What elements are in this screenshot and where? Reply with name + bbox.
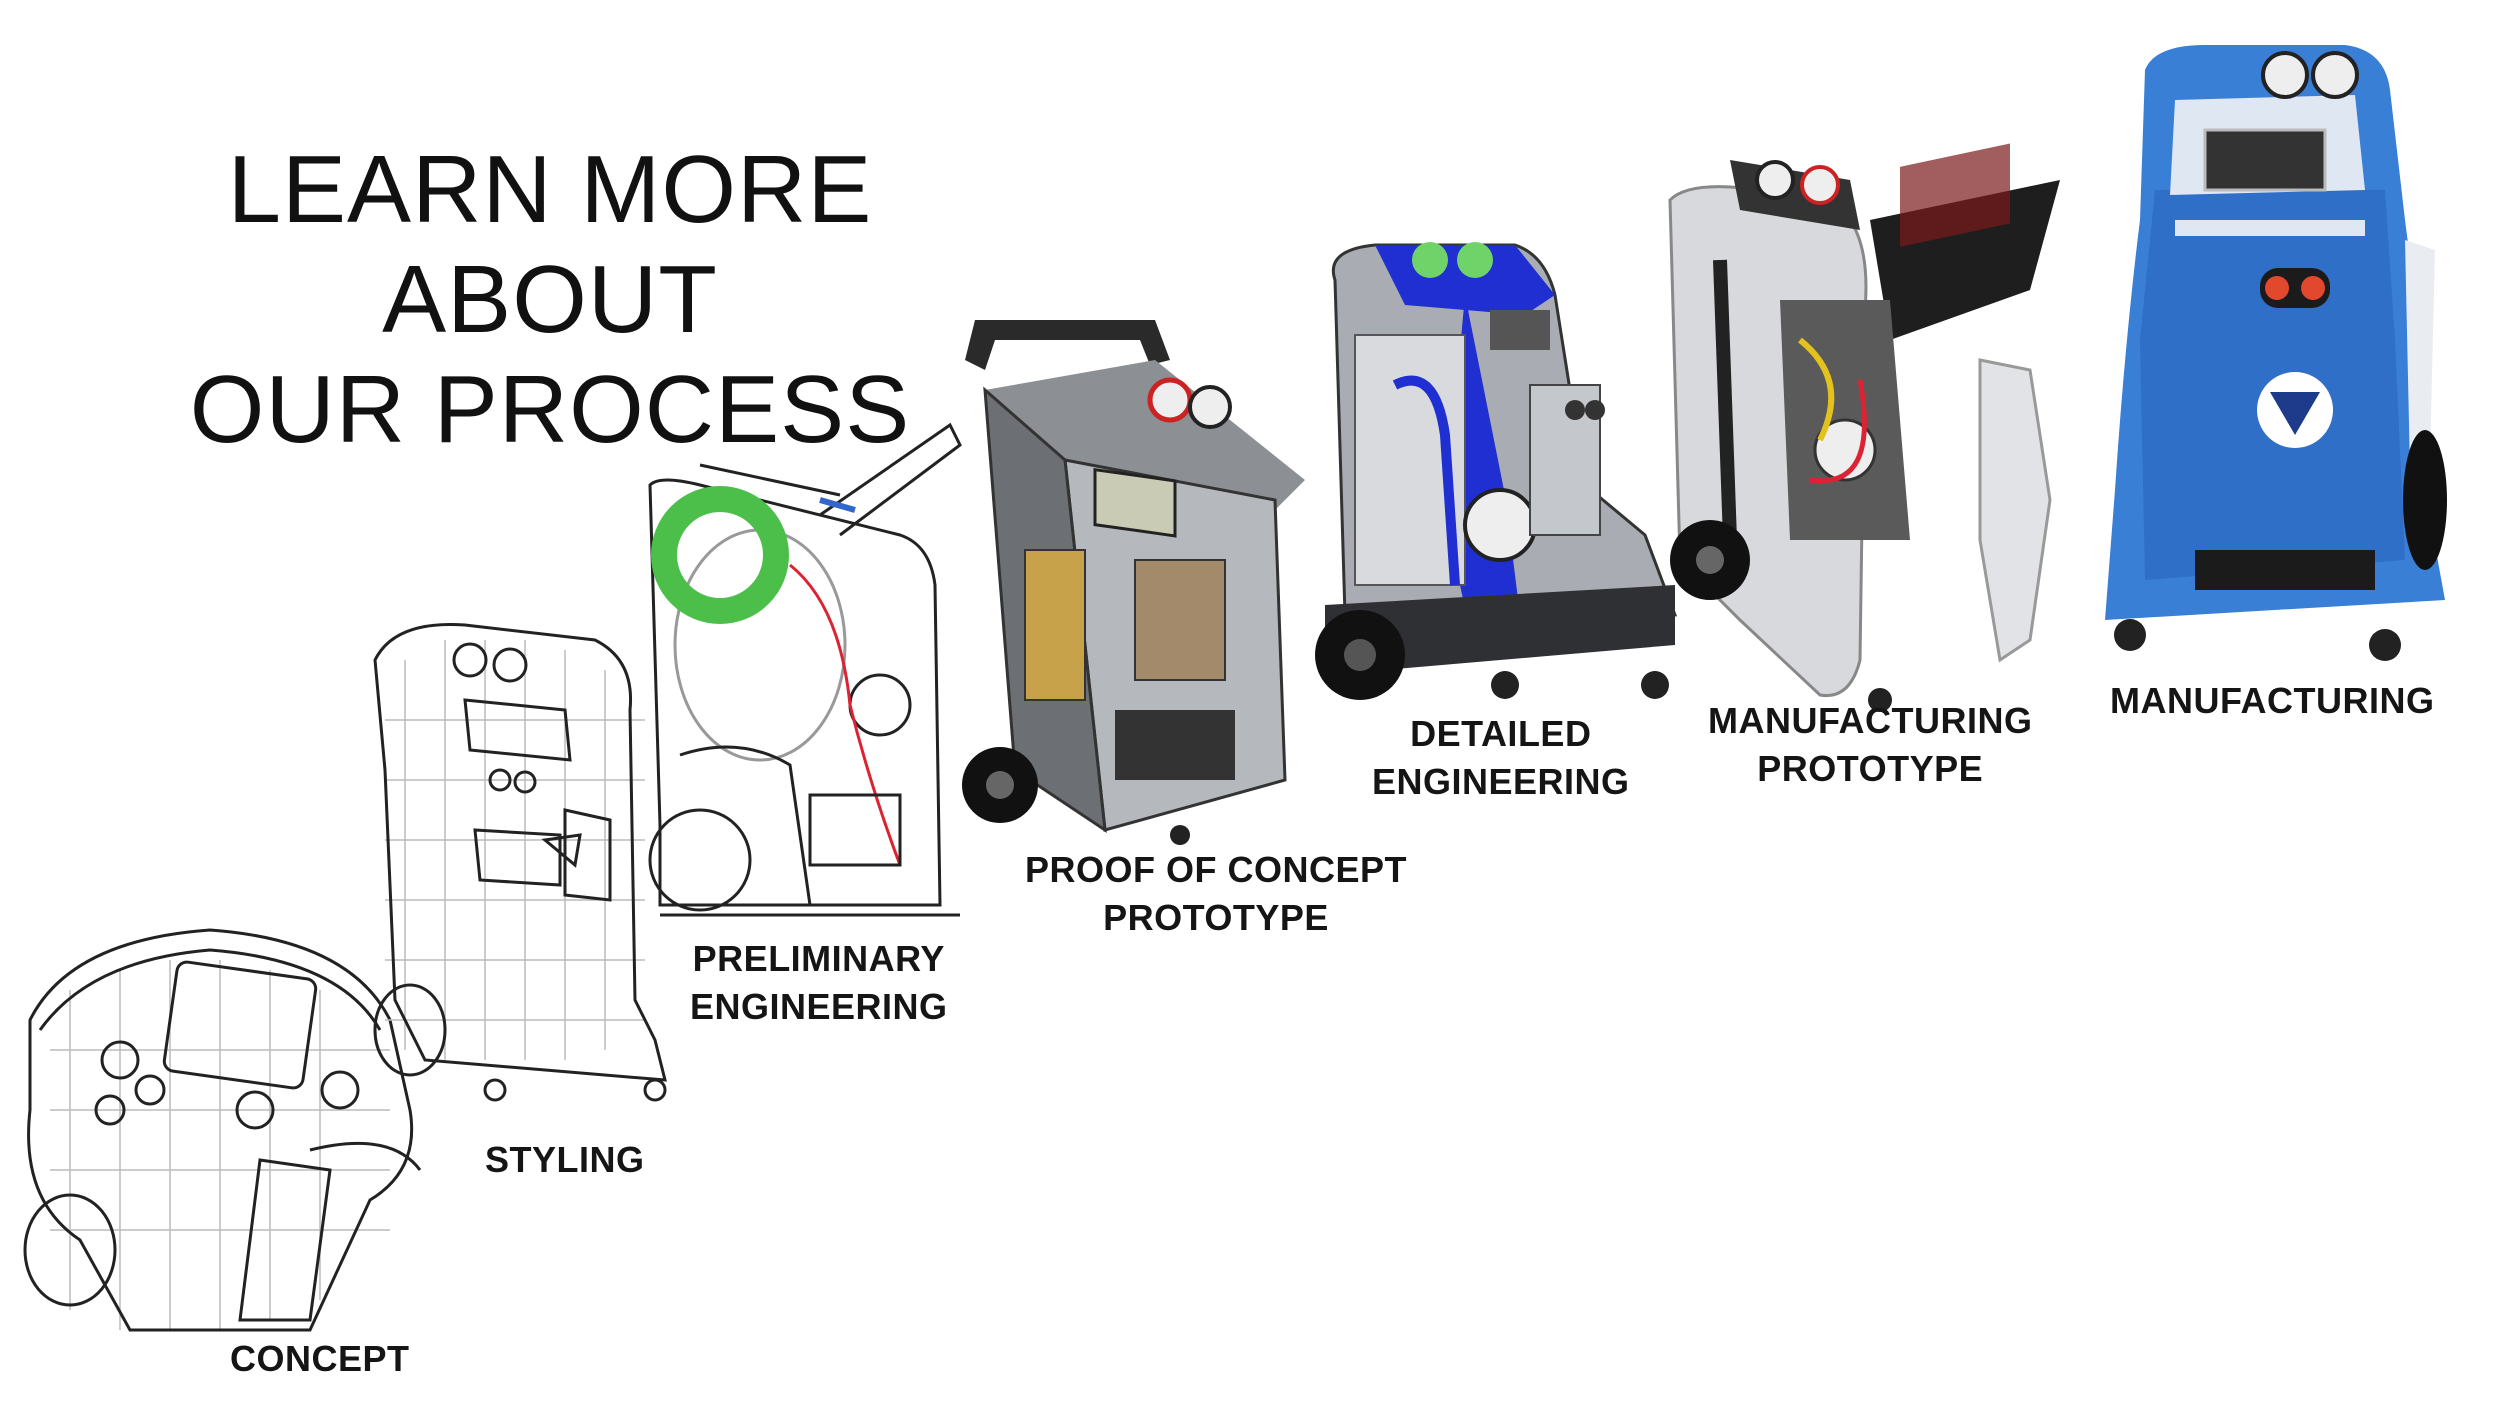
stage-label-proof-of-concept-prototype: PROOF OF CONCEPT PROTOTYPE xyxy=(1025,849,1408,938)
concept-sketch-image xyxy=(23,928,422,1332)
page-title: LEARN MORE ABOUT OUR PROCESS xyxy=(110,135,990,465)
stage-label-detailed-engineering: DETAILED ENGINEERING xyxy=(1372,713,1630,802)
preliminary-engineering-image xyxy=(648,422,962,917)
manufacturing-prototype-image xyxy=(1668,143,2060,712)
styling-sketch-image xyxy=(373,622,667,1102)
detailed-engineering-image xyxy=(1315,242,1678,700)
stage-label-preliminary-engineering: PRELIMINARY ENGINEERING xyxy=(690,938,948,1027)
stage-label-manufacturing: MANUFACTURING xyxy=(2110,680,2435,721)
manufacturing-product-image xyxy=(2105,45,2447,661)
stage-label-manufacturing-prototype: MANUFACTURING PROTOTYPE xyxy=(1708,700,2033,789)
stage-label-styling: STYLING xyxy=(485,1139,645,1180)
stage-label-concept: CONCEPT xyxy=(230,1338,410,1379)
proof-of-concept-prototype-image xyxy=(962,320,1305,845)
page-title-line-1: LEARN MORE ABOUT xyxy=(227,136,873,353)
page-title-line-2: OUR PROCESS xyxy=(189,356,911,463)
